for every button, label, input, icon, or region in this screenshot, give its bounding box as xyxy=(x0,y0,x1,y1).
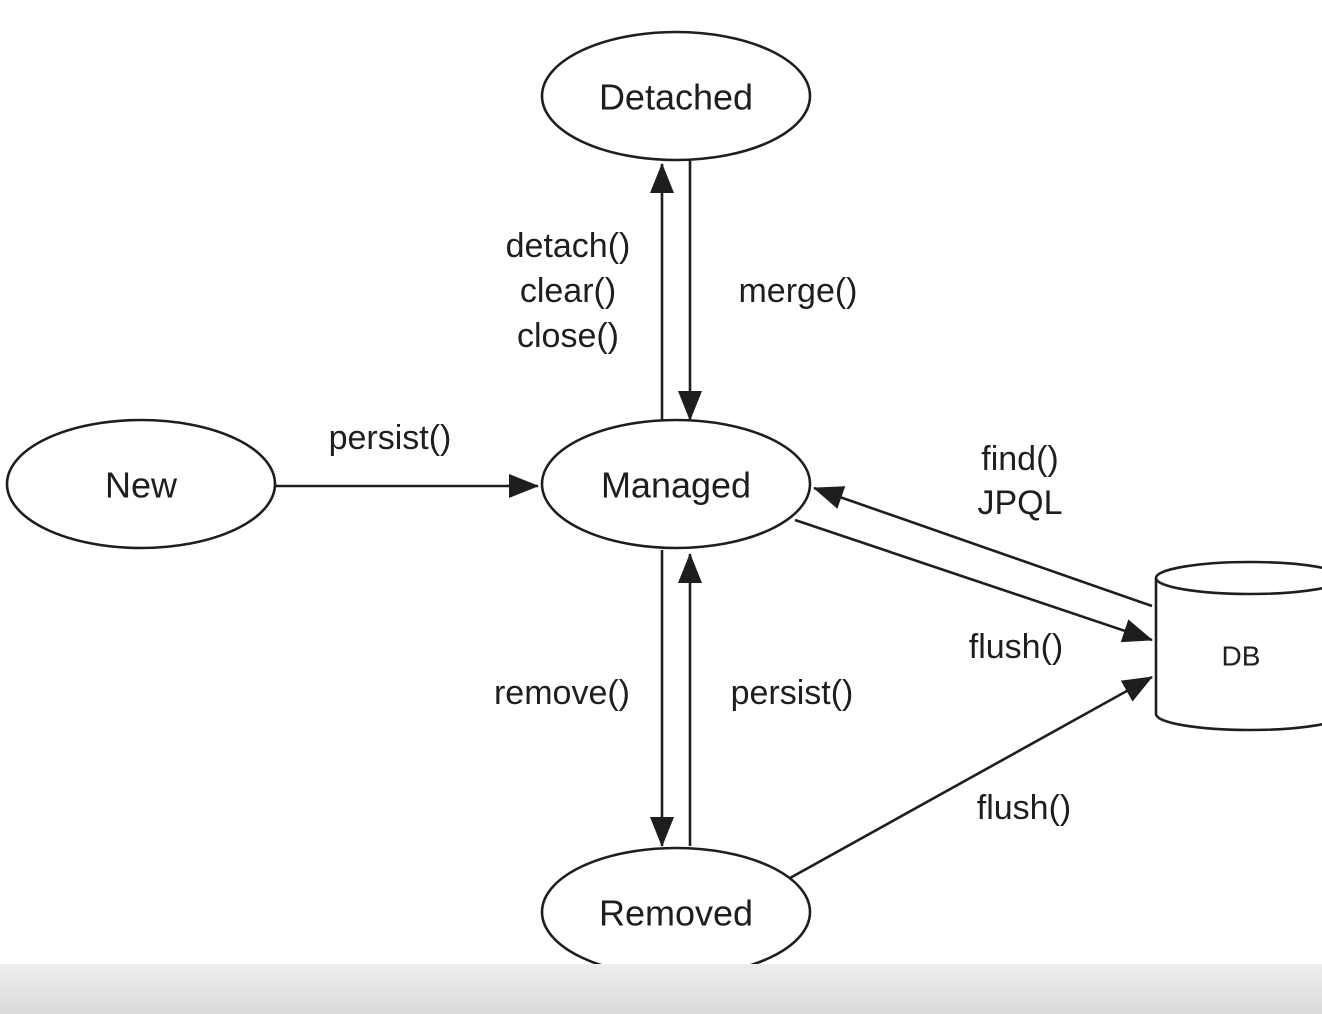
managed-label: Managed xyxy=(601,465,751,506)
merge-label: merge() xyxy=(738,272,857,310)
entity-lifecycle-diagram: Detached New Managed Removed DB detach()… xyxy=(5,30,1322,964)
edge-db-to-managed xyxy=(813,486,1153,608)
new-label: New xyxy=(105,465,178,506)
db-label: DB xyxy=(1222,641,1261,672)
node-managed: Managed xyxy=(540,418,812,550)
detached-label: Detached xyxy=(599,77,753,118)
bottom-bar xyxy=(0,964,1322,1014)
managed-ellipse xyxy=(540,418,812,550)
removed-label: Removed xyxy=(599,893,753,934)
new-ellipse xyxy=(5,418,277,550)
clear-label: clear() xyxy=(520,272,616,310)
node-detached: Detached xyxy=(540,30,812,162)
new-persist-label: persist() xyxy=(329,419,452,457)
jpql-label: JPQL xyxy=(977,484,1062,522)
node-db: DB xyxy=(1154,560,1322,732)
removed-persist-label: persist() xyxy=(731,674,854,712)
node-new: New xyxy=(5,418,277,550)
remove-label: remove() xyxy=(494,674,630,712)
edge-removed-to-db xyxy=(789,675,1153,880)
node-removed: Removed xyxy=(540,846,812,964)
close-label: close() xyxy=(517,317,619,355)
find-label: find() xyxy=(981,440,1058,478)
db-cylinder-body xyxy=(1154,578,1322,732)
detached-ellipse xyxy=(540,30,812,162)
detach-label: detach() xyxy=(506,227,631,265)
edge-managed-to-db xyxy=(794,518,1153,643)
flush-managed-label: flush() xyxy=(969,628,1063,666)
db-cylinder-top xyxy=(1154,560,1322,596)
flush-removed-label: flush() xyxy=(977,789,1071,827)
removed-ellipse xyxy=(540,846,812,964)
